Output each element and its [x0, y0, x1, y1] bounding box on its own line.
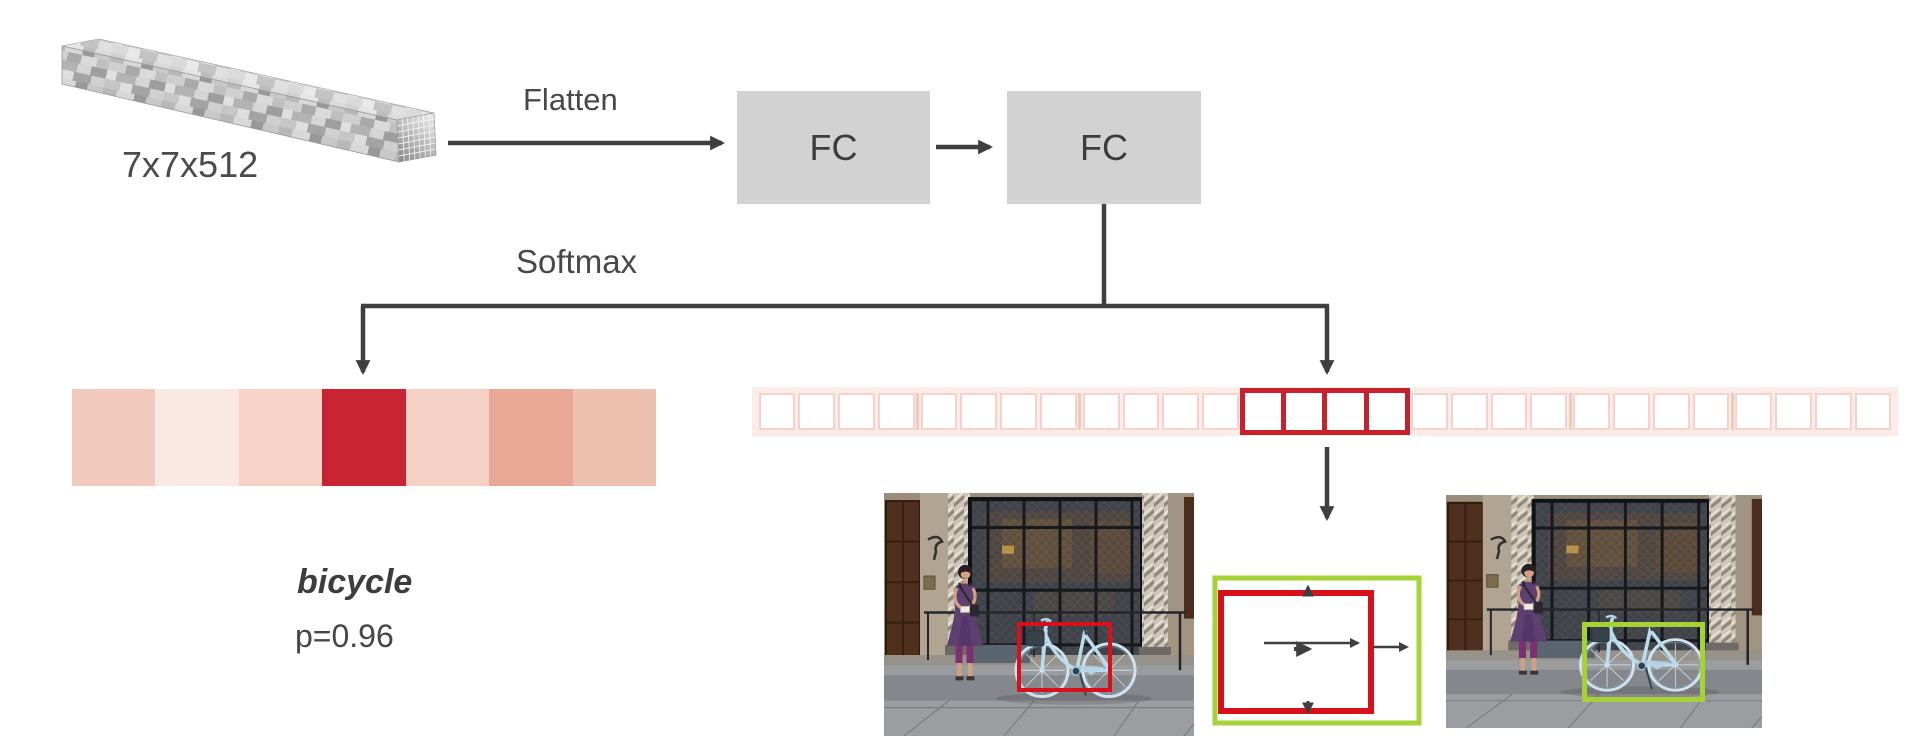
class-score-cell — [72, 389, 156, 486]
bbox-reg-cell — [1854, 393, 1892, 430]
bbox-regression-bar — [752, 387, 1898, 436]
bbox-reg-cell — [1735, 393, 1773, 430]
bbox-reg-group-highlighted — [1240, 388, 1410, 435]
predicted-probability: p=0.96 — [295, 618, 394, 654]
bbox-reg-cell — [1122, 393, 1160, 430]
class-score-cell — [405, 389, 490, 486]
bbox-reg-cell — [1281, 393, 1323, 430]
bbox-reg-cell — [1814, 393, 1852, 430]
predicted-box-red — [1218, 590, 1374, 714]
bbox-reg-cell — [1363, 393, 1405, 430]
bbox-reg-cell — [1000, 393, 1037, 430]
bbox-reg-cell — [798, 393, 836, 430]
bbox-reg-group — [757, 393, 916, 430]
bbox-reg-cell — [1039, 393, 1077, 430]
photo-detection-refined — [1446, 495, 1762, 728]
class-score-cell — [322, 389, 406, 486]
fc-layer-2-label: FC — [1080, 126, 1128, 168]
bbox-reg-group — [1730, 393, 1893, 430]
predicted-class-label: bicycle — [297, 563, 413, 601]
bbox-reg-cell — [877, 393, 915, 430]
bbox-reg-cell — [1202, 393, 1239, 430]
bbox-reg-cell — [1612, 393, 1650, 430]
fc-layer-1-label: FC — [809, 126, 858, 168]
class-scores-bar — [72, 389, 656, 486]
class-score-cell — [489, 389, 573, 486]
cuboid-end-face-grid — [396, 112, 437, 163]
bbox-reg-cell — [838, 393, 875, 430]
feature-map-dims-label: 7x7x512 — [122, 144, 259, 185]
bbox-reg-cell — [1775, 393, 1812, 430]
flatten-label: Flatten — [523, 82, 618, 117]
bbox-reg-cell — [1082, 393, 1120, 430]
class-score-cell — [238, 389, 323, 486]
fc-layer-2: FC — [1007, 91, 1201, 204]
bbox-reg-cell — [1322, 393, 1364, 430]
bbox-reg-cell — [1652, 393, 1690, 430]
initial-bbox-red — [1017, 622, 1112, 692]
bbox-reg-cell — [758, 393, 796, 430]
prediction-readout: bicycle p=0.96 — [255, 563, 475, 655]
street-scene-image — [884, 493, 1194, 736]
class-score-cell — [572, 389, 656, 486]
photo-detection-initial — [884, 493, 1194, 736]
refined-bbox-green — [1582, 622, 1705, 702]
bbox-reg-cell — [1530, 393, 1568, 430]
bbox-reg-cell — [1162, 393, 1200, 430]
bbox-reg-cell — [1490, 393, 1528, 430]
bbox-reg-cell — [920, 393, 958, 430]
bbox-reg-cell — [960, 393, 998, 430]
fc-layer-1: FC — [737, 91, 930, 204]
bbox-reg-group — [1410, 393, 1569, 430]
bbox-adjustment-diagram — [1212, 575, 1422, 726]
bbox-reg-cell — [1450, 393, 1488, 430]
bbox-reg-group — [1568, 393, 1731, 430]
bbox-reg-group — [1078, 393, 1240, 430]
target-box-green — [1212, 575, 1422, 726]
bbox-reg-cell — [1411, 393, 1448, 430]
bbox-reg-group — [916, 393, 1078, 430]
class-score-cell — [155, 389, 239, 486]
bbox-reg-cell — [1692, 393, 1730, 430]
bbox-reg-cell — [1245, 393, 1282, 430]
bbox-reg-cell — [1573, 393, 1610, 430]
softmax-label: Softmax — [516, 243, 638, 280]
